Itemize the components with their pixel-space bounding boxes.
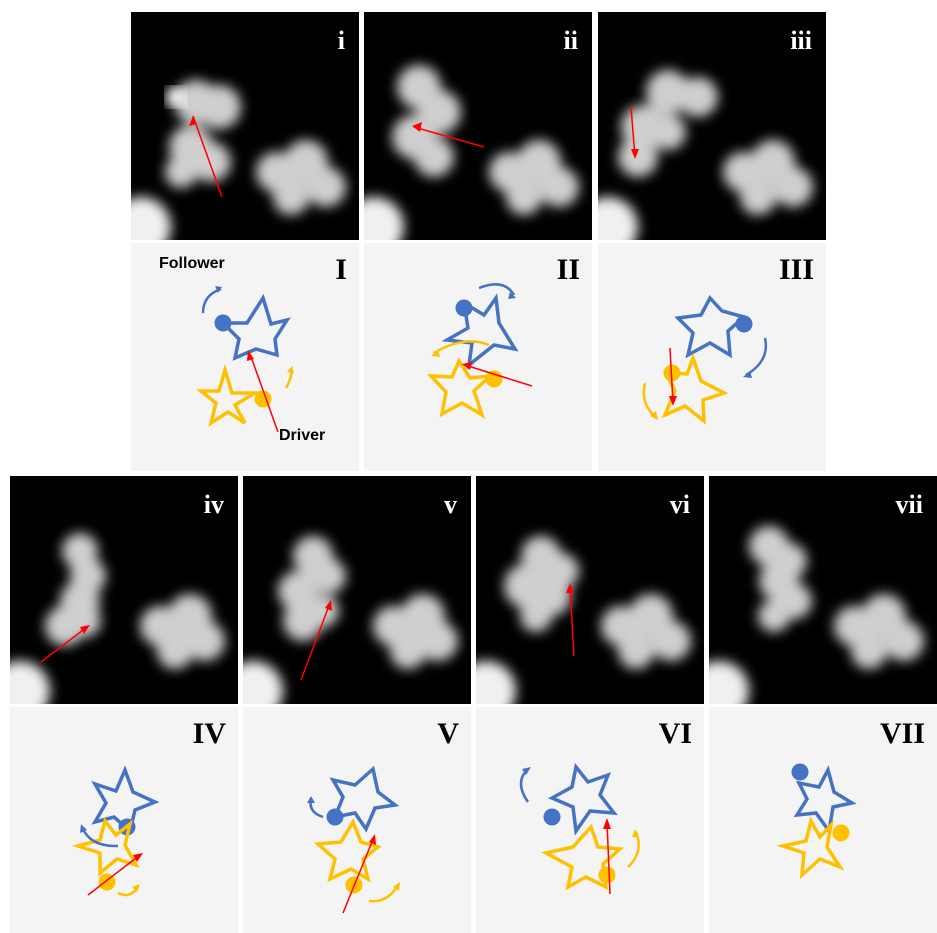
schematic-panel-I: Follower Driver I bbox=[131, 243, 359, 471]
schematic-II bbox=[426, 283, 533, 419]
panel-label: v bbox=[444, 490, 457, 519]
panel-label: VII bbox=[879, 717, 925, 750]
schematic-I bbox=[196, 286, 294, 433]
motion-arrow bbox=[464, 364, 533, 387]
driver-star-icon bbox=[541, 823, 625, 891]
schematic-IV bbox=[71, 765, 160, 897]
stm-image-iv bbox=[10, 533, 225, 704]
motion-arrow bbox=[569, 585, 575, 657]
panel-label: vii bbox=[895, 490, 923, 519]
follower-star-icon bbox=[218, 293, 291, 361]
panel-label: ii bbox=[563, 26, 578, 55]
rotation-arrow-icon bbox=[627, 831, 640, 868]
stm-image-v bbox=[243, 536, 458, 704]
driver-star-icon bbox=[426, 357, 495, 419]
motion-arrow bbox=[249, 353, 279, 433]
schematic-panel-V: V bbox=[243, 707, 471, 933]
rotation-arrow-icon bbox=[433, 340, 490, 355]
schematic-VI bbox=[519, 762, 640, 895]
schematic-V bbox=[307, 765, 400, 914]
follower-star-icon bbox=[329, 765, 400, 833]
motion-arrow bbox=[40, 626, 88, 663]
stm-image-vi bbox=[476, 536, 691, 704]
stm-panel-v: v bbox=[243, 476, 471, 704]
follower-ball-icon bbox=[543, 808, 561, 826]
panel-label: iii bbox=[790, 26, 812, 55]
schematic-panel-II: II bbox=[364, 243, 592, 471]
motion-arrow bbox=[669, 347, 674, 404]
follower-star-icon bbox=[441, 293, 519, 370]
driver-star-icon bbox=[313, 818, 382, 883]
follower-ball-icon bbox=[326, 808, 344, 826]
rotation-arrow-icon bbox=[201, 287, 222, 314]
driver-ball-icon bbox=[832, 824, 850, 842]
panel-label: III bbox=[778, 253, 814, 286]
rotation-arrow-icon bbox=[519, 768, 530, 803]
motion-arrow bbox=[192, 115, 223, 198]
panel-label: vi bbox=[669, 490, 690, 519]
stm-panel-vi: vi bbox=[476, 476, 704, 704]
follower-ball-icon bbox=[735, 315, 753, 333]
schematic-VII bbox=[776, 763, 857, 880]
stm-panel-ii: ii bbox=[364, 12, 592, 240]
panel-label: V bbox=[437, 717, 459, 750]
follower-ball-icon bbox=[455, 299, 473, 317]
schematic-panel-III: III bbox=[598, 243, 826, 471]
schematic-panel-IV: IV bbox=[10, 707, 238, 933]
driver-ball-icon bbox=[598, 866, 616, 884]
schematic-panel-VI: VI bbox=[476, 707, 704, 933]
stm-panel-vii: vii bbox=[709, 476, 937, 704]
stm-image-ii bbox=[364, 65, 579, 240]
motion-arrow bbox=[606, 821, 611, 895]
driver-star-icon bbox=[71, 817, 140, 877]
stm-panel-iv: iv bbox=[10, 476, 238, 704]
stm-image-vii bbox=[709, 526, 924, 704]
follower-star-icon bbox=[674, 294, 748, 359]
rotation-arrow-icon bbox=[478, 283, 516, 296]
driver-ball-icon bbox=[485, 370, 503, 388]
schematic-III bbox=[642, 294, 768, 425]
motion-arrow bbox=[300, 602, 331, 681]
rotation-arrow-icon bbox=[745, 337, 768, 377]
follower-star-icon bbox=[91, 765, 160, 835]
driver-star-icon bbox=[776, 816, 845, 880]
stm-panel-iii: iii bbox=[598, 12, 826, 240]
follower-ball-icon bbox=[791, 763, 809, 781]
follower-star-icon bbox=[548, 762, 618, 836]
motion-arrow bbox=[630, 106, 636, 158]
follower-star-icon bbox=[793, 765, 857, 836]
panel-label: II bbox=[556, 253, 580, 286]
stm-panel-i: i bbox=[131, 12, 359, 240]
panel-label: i bbox=[337, 26, 345, 55]
motion-arrow bbox=[413, 126, 485, 148]
stm-image-i bbox=[131, 80, 346, 240]
panel-label: VI bbox=[658, 717, 692, 750]
stm-image-iii bbox=[598, 70, 813, 240]
schematic-panel-VII: VII bbox=[709, 707, 937, 933]
panel-label: I bbox=[335, 253, 347, 286]
panel-label: iv bbox=[203, 490, 224, 519]
follower-ball-icon bbox=[214, 314, 232, 332]
driver-label: Driver bbox=[279, 427, 326, 444]
motion-arrow bbox=[87, 854, 141, 896]
follower-label: Follower bbox=[159, 255, 225, 272]
panel-label: IV bbox=[192, 717, 226, 750]
driver-star-icon bbox=[196, 363, 262, 427]
motion-arrow bbox=[342, 836, 375, 914]
